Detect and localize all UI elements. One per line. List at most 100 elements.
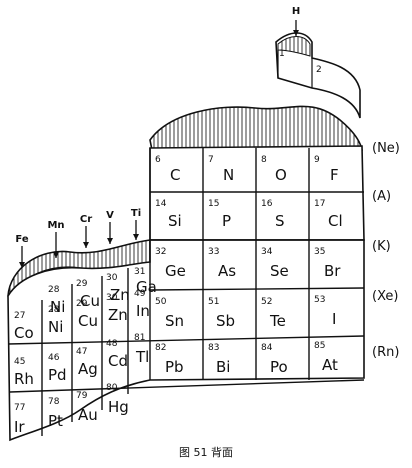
element-number: 47 [76,347,87,357]
element-number: 8 [261,155,267,165]
element-number: 29 [76,279,88,289]
arrow-label: Mn [47,220,64,231]
element-symbol: Co [14,324,34,342]
element-number: 82 [155,343,166,353]
element-symbol: Tl [135,348,149,366]
element-number: 30 [106,273,118,283]
element-symbol: Te [269,312,286,330]
noble-gas-label: (K) [372,239,391,254]
element-number: 16 [261,199,273,209]
element-number: 48 [106,339,118,349]
element-symbol: Cu [80,292,100,310]
element-symbol: Pb [165,358,184,376]
element-symbol: I [332,310,336,328]
arrow-label: Cr [80,214,92,225]
element-symbol: Cl [328,212,343,230]
arrow-label: V [106,210,114,221]
element-symbol: Sb [216,312,235,330]
element-symbol: Ir [14,418,25,436]
element-number: 34 [261,247,273,257]
element-symbol: N [223,166,234,184]
element-symbol: Au [78,406,98,424]
element-number: 35 [314,247,325,257]
element-symbol: Pt [48,412,63,430]
element-number: 14 [155,199,167,209]
noble-gas-label: (Rn) [372,345,399,360]
element-symbol: C [170,166,180,184]
element-number: 27 [14,311,25,321]
element-symbol: Zn [110,286,130,304]
element-number: 28 [48,305,60,315]
element-symbol: Sn [165,312,184,330]
element-symbol: Ni [48,318,63,336]
element-symbol: Bi [216,358,230,376]
element-number: 52 [261,297,272,307]
element-symbol: S [275,212,285,230]
element-number: 79 [76,391,88,401]
arrow-head-icon [107,238,113,244]
element-symbol: At [322,356,338,374]
element-number: 6 [155,155,161,165]
element-number: 80 [106,383,118,393]
arrow-head-icon [53,252,59,258]
cell-grid [7,148,365,436]
element-number: 17 [314,199,325,209]
element-number: 15 [208,199,219,209]
element-number: 46 [48,353,60,363]
noble-gas-labels: (Ne)(A)(K)(Xe)(Rn) [372,141,400,360]
element-number: 31 [134,267,145,277]
noble-gas-label: (Xe) [372,289,398,304]
element-symbol: Cd [108,352,128,370]
grid-line [9,379,365,393]
element-number: 84 [261,343,273,353]
element-number: 49 [134,289,146,299]
arrow-label: H [292,6,300,17]
element-number: 30 [106,293,118,303]
element-symbol: Po [270,358,288,376]
element-number: 77 [14,403,25,413]
element-symbol: Rh [14,370,34,388]
element-symbol: As [218,262,236,280]
element-number: 7 [208,155,214,165]
element-number: 29 [76,299,88,309]
element-number: 85 [314,341,325,351]
element-symbol: P [222,212,231,230]
arrow-head-icon [293,30,299,36]
element-symbol: Cu [78,312,98,330]
element-number: 50 [155,297,167,307]
element-symbol: F [330,166,339,184]
element-symbol: Se [270,262,289,280]
element-number: 45 [14,357,25,367]
element-symbol: O [275,166,287,184]
element-symbol: Pd [48,366,67,384]
element-symbol: Hg [108,398,129,416]
element-number: 32 [155,247,166,257]
arrow-head-icon [19,262,25,268]
grid-line [7,335,365,345]
element-number: 9 [314,155,320,165]
element-number: 51 [208,297,219,307]
element-number: 83 [208,343,219,353]
element-number: 81 [134,333,145,343]
element-symbol: In [136,302,150,320]
element-symbol: Zn [108,306,128,324]
grid-line [149,287,365,291]
element-symbol: Ge [165,262,186,280]
element-symbol: Ag [78,360,98,378]
element-number: 33 [208,247,219,257]
element-symbol: Ni [50,298,65,316]
element-number: 1 [279,49,285,59]
arrow-label: Ti [131,208,141,219]
element-number: 53 [314,295,325,305]
arrow-head-icon [133,234,139,240]
element-number: 28 [48,285,60,295]
upper-block-top-hatch [149,105,363,151]
element-number: 2 [316,65,322,75]
top-ribbon-hatch [277,36,311,57]
element-cells: 6C7N8O9F14Si15P16S17Cl28Ni29Cu30Zn31Ga32… [14,49,343,436]
figure-caption: 图 51 背面 [179,445,233,459]
noble-gas-label: (Ne) [372,141,400,156]
